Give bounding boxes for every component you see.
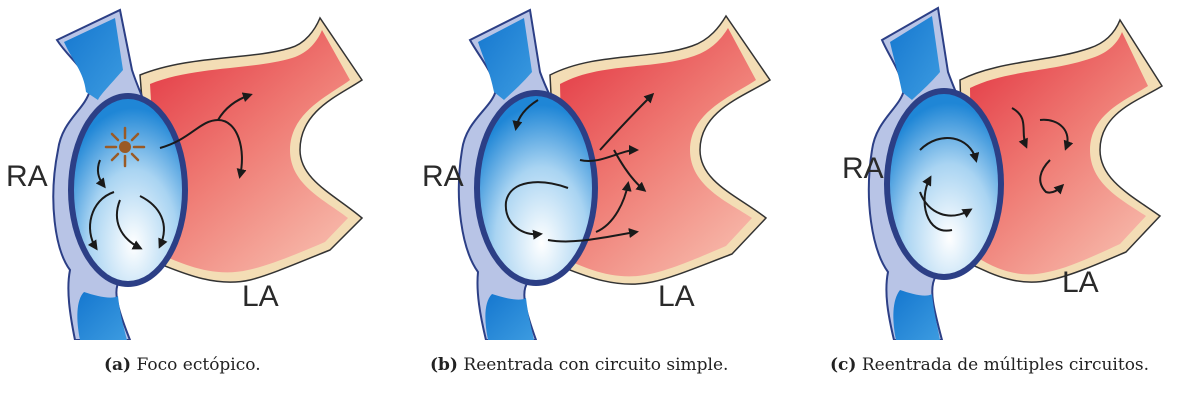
la-label: LA [1062, 266, 1099, 299]
caption-c: (c) Reentrada de múltiples circuitos. [830, 355, 1149, 375]
ra-label: RA [6, 160, 48, 193]
right-atrium [480, 96, 592, 280]
caption-b-tag: (b) [430, 355, 458, 375]
right-atrium [890, 94, 998, 274]
la-label: LA [658, 280, 695, 313]
panel-c: RA LA (c) Reentrada de múltiples circuit… [800, 0, 1200, 412]
caption-c-text: Reentrada de múltiples circuitos. [862, 355, 1149, 375]
panel-b: RA LA (b) Reentrada con circuito simple. [400, 0, 800, 412]
ra-label: RA [842, 152, 884, 185]
ra-label: RA [422, 160, 464, 193]
la-label: LA [242, 280, 279, 313]
caption-a: (a) Foco ectópico. [104, 355, 261, 375]
caption-a-tag: (a) [104, 355, 131, 375]
panel-c-illustration: RA LA [800, 0, 1200, 340]
caption-c-tag: (c) [830, 355, 856, 375]
panel-a: RA LA (a) Foco ectópico. [0, 0, 400, 412]
caption-a-text: Foco ectópico. [137, 355, 261, 375]
ectopic-focus-icon [106, 128, 144, 166]
caption-b: (b) Reentrada con circuito simple. [430, 355, 728, 375]
panel-a-illustration: RA LA [0, 0, 400, 340]
caption-b-text: Reentrada con circuito simple. [463, 355, 728, 375]
panel-b-illustration: RA LA [400, 0, 800, 340]
right-atrium [74, 99, 182, 281]
